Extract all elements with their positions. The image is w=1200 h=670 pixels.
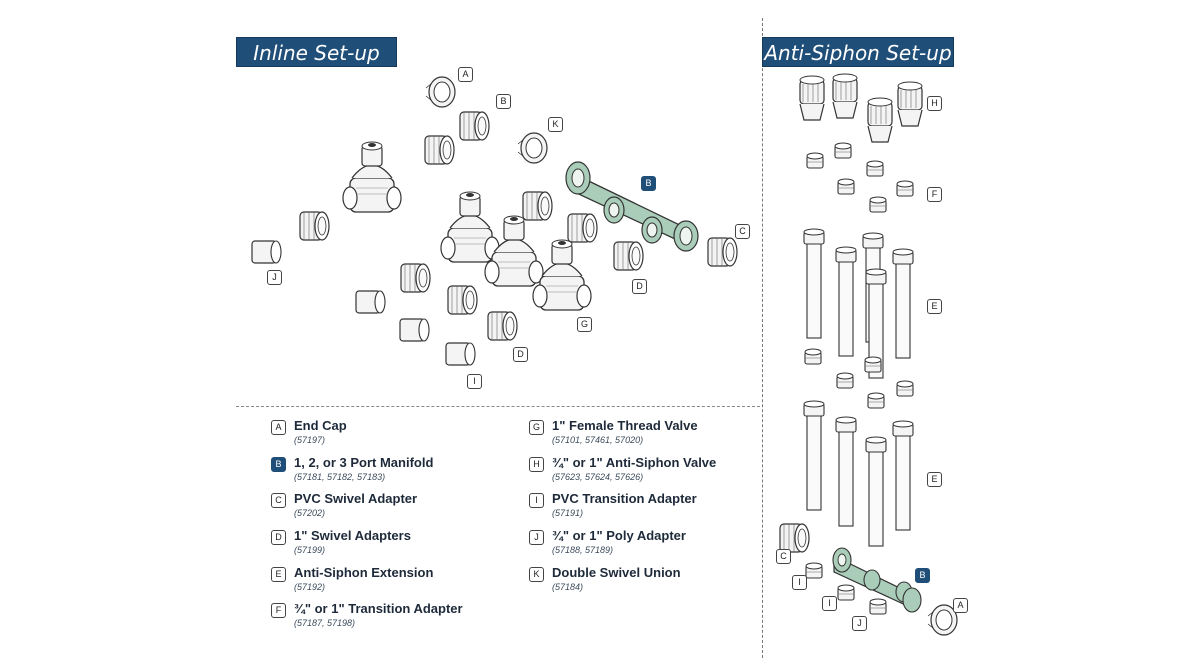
callout-inline-a: A bbox=[458, 67, 473, 82]
legend-badge: G bbox=[529, 420, 544, 435]
callout-anti-b: B bbox=[915, 568, 930, 583]
legend-badge: F bbox=[271, 603, 286, 618]
callout-anti-i-lower: I bbox=[822, 596, 837, 611]
legend-badge: K bbox=[529, 567, 544, 582]
legend-name: ¾" or 1" Poly Adapter bbox=[552, 528, 686, 543]
legend-name: ¾" or 1" Transition Adapter bbox=[294, 601, 463, 616]
callout-inline-k: K bbox=[548, 117, 563, 132]
callout-anti-h: H bbox=[927, 96, 942, 111]
inline-parts bbox=[251, 76, 738, 366]
callout-anti-c: C bbox=[776, 549, 791, 564]
callout-anti-e-lower: E bbox=[927, 472, 942, 487]
inline-setup-header: Inline Set-up bbox=[236, 37, 397, 67]
legend-badge: D bbox=[271, 530, 286, 545]
callout-anti-j: J bbox=[852, 616, 867, 631]
callout-inline-g: G bbox=[577, 317, 592, 332]
callout-inline-i: I bbox=[467, 374, 482, 389]
section-divider-vertical bbox=[762, 18, 763, 658]
callout-inline-j: J bbox=[267, 270, 282, 285]
legend-codes: (57192) bbox=[294, 582, 326, 592]
legend-codes: (57191) bbox=[552, 508, 584, 518]
legend-badge: B bbox=[271, 457, 286, 472]
anti-siphon-setup-header: Anti-Siphon Set-up bbox=[762, 37, 954, 67]
legend-badge: I bbox=[529, 493, 544, 508]
legend-badge: A bbox=[271, 420, 286, 435]
callout-inline-b-manifold: B bbox=[641, 176, 656, 191]
legend-badge: C bbox=[271, 493, 286, 508]
callout-inline-d-lower: D bbox=[513, 347, 528, 362]
callout-inline-c: C bbox=[735, 224, 750, 239]
legend-name: 1, 2, or 3 Port Manifold bbox=[294, 455, 434, 470]
callout-inline-b: B bbox=[496, 94, 511, 109]
legend-name: 1" Female Thread Valve bbox=[552, 418, 698, 433]
legend-codes: (57623, 57624, 57626) bbox=[552, 472, 644, 482]
legend-codes: (57197) bbox=[294, 435, 326, 445]
manifold-anti-siphon bbox=[832, 547, 922, 613]
legend-codes: (57184) bbox=[552, 582, 584, 592]
legend-name: 1" Swivel Adapters bbox=[294, 528, 411, 543]
legend-name: PVC Swivel Adapter bbox=[294, 491, 418, 506]
callout-anti-a: A bbox=[953, 598, 968, 613]
legend-name: Double Swivel Union bbox=[552, 565, 681, 580]
callout-anti-f: F bbox=[927, 187, 942, 202]
legend-badge: H bbox=[529, 457, 544, 472]
legend-badge: E bbox=[271, 567, 286, 582]
legend-codes: (57187, 57198) bbox=[294, 618, 356, 628]
legend-codes: (57188, 57189) bbox=[552, 545, 614, 555]
legend-codes: (57101, 57461, 57020) bbox=[552, 435, 644, 445]
callout-anti-i-left: I bbox=[792, 575, 807, 590]
section-divider-horizontal bbox=[236, 406, 760, 407]
callout-inline-d-upper: D bbox=[632, 279, 647, 294]
legend-name: PVC Transition Adapter bbox=[552, 491, 697, 506]
callout-anti-e-upper: E bbox=[927, 299, 942, 314]
anti-siphon-parts bbox=[779, 73, 958, 636]
legend-codes: (57202) bbox=[294, 508, 326, 518]
legend-name: Anti-Siphon Extension bbox=[294, 565, 434, 580]
legend-name: End Cap bbox=[294, 418, 347, 433]
legend-codes: (57199) bbox=[294, 545, 326, 555]
legend-badge: J bbox=[529, 530, 544, 545]
legend-codes: (57181, 57182, 57183) bbox=[294, 472, 386, 482]
legend-name: ¾" or 1" Anti-Siphon Valve bbox=[552, 455, 717, 470]
manifold-inline bbox=[565, 161, 699, 252]
